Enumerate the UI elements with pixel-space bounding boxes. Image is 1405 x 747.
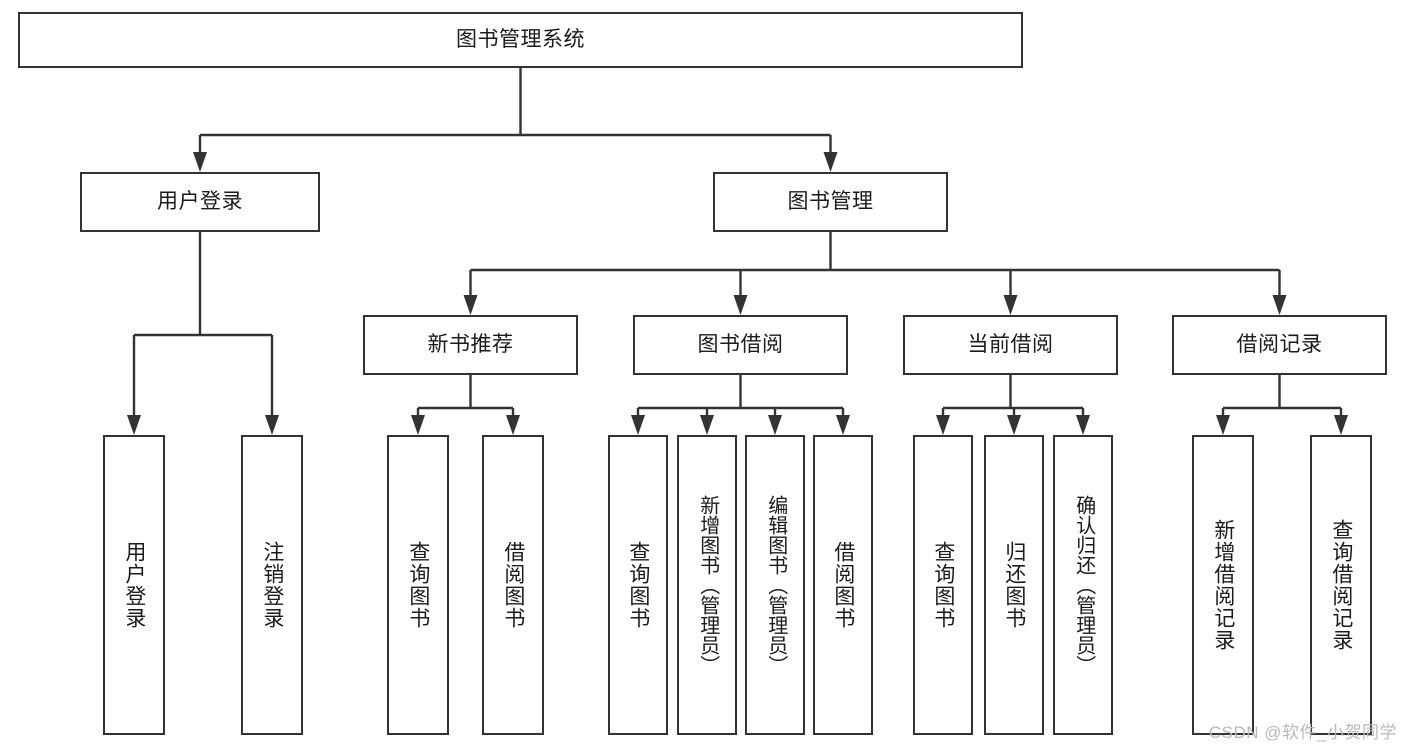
node-label: 新增图书（管理员） (696, 495, 719, 675)
node-label: 当前借阅 (967, 333, 1054, 357)
arrow-head-icon (193, 152, 207, 172)
arrow-head-icon (1076, 415, 1090, 435)
node-leaf-cur-2[interactable]: 归还图书 (984, 435, 1044, 735)
arrow-head-icon (733, 295, 748, 315)
node-leaf-bor-4[interactable]: 借阅图书 (813, 435, 873, 735)
node-current[interactable]: 当前借阅 (903, 315, 1118, 375)
node-leaf-login-1[interactable]: 用户登录 (103, 435, 165, 735)
node-leaf-bor-3[interactable]: 编辑图书（管理员） (745, 435, 805, 735)
arrow-head-icon (506, 415, 520, 435)
node-label: 借阅记录 (1236, 333, 1323, 357)
node-leaf-new-2[interactable]: 借阅图书 (482, 435, 544, 735)
arrow-head-icon (1272, 295, 1287, 315)
node-label: 查询图书 (931, 541, 955, 629)
arrow-head-icon (700, 415, 714, 435)
arrow-head-icon (768, 415, 782, 435)
node-label: 图书管理 (787, 190, 874, 214)
arrow-head-icon (1334, 415, 1348, 435)
node-leaf-rec-2[interactable]: 查询借阅记录 (1310, 435, 1372, 735)
watermark-text: CSDN @软件_小贺同学 (1208, 723, 1397, 742)
node-label: 用户登录 (122, 541, 146, 629)
node-newbook[interactable]: 新书推荐 (363, 315, 578, 375)
node-leaf-cur-1[interactable]: 查询图书 (913, 435, 973, 735)
node-label: 归还图书 (1002, 541, 1026, 629)
node-label: 图书管理系统 (456, 28, 585, 52)
node-label: 借阅图书 (831, 541, 855, 629)
arrow-head-icon (1003, 295, 1018, 315)
arrow-head-icon (411, 415, 425, 435)
node-label: 新增借阅记录 (1211, 519, 1235, 651)
node-label: 查询图书 (626, 541, 650, 629)
node-leaf-login-2[interactable]: 注销登录 (241, 435, 303, 735)
node-label: 注销登录 (260, 541, 284, 629)
node-label: 用户登录 (157, 190, 243, 214)
arrow-head-icon (463, 295, 478, 315)
arrow-head-icon (823, 152, 838, 172)
node-leaf-rec-1[interactable]: 新增借阅记录 (1192, 435, 1254, 735)
node-record[interactable]: 借阅记录 (1172, 315, 1387, 375)
node-label: 新书推荐 (427, 333, 514, 357)
arrow-head-icon (1007, 415, 1021, 435)
node-leaf-bor-2[interactable]: 新增图书（管理员） (677, 435, 737, 735)
node-label: 图书借阅 (697, 333, 784, 357)
node-leaf-new-1[interactable]: 查询图书 (387, 435, 449, 735)
node-bookmgmt[interactable]: 图书管理 (713, 172, 948, 232)
arrow-head-icon (265, 415, 279, 435)
arrow-head-icon (631, 415, 645, 435)
node-label: 查询图书 (406, 541, 430, 629)
arrow-head-icon (836, 415, 850, 435)
node-leaf-bor-1[interactable]: 查询图书 (608, 435, 668, 735)
node-label: 编辑图书（管理员） (764, 495, 787, 675)
node-label: 确认归还（管理员） (1072, 495, 1095, 675)
arrow-head-icon (127, 415, 141, 435)
arrow-head-icon (1216, 415, 1230, 435)
node-label: 借阅图书 (501, 541, 525, 629)
node-label: 查询借阅记录 (1329, 519, 1353, 651)
node-borrow[interactable]: 图书借阅 (633, 315, 848, 375)
arrow-head-icon (936, 415, 950, 435)
node-root[interactable]: 图书管理系统 (18, 12, 1023, 68)
node-leaf-cur-3[interactable]: 确认归还（管理员） (1053, 435, 1113, 735)
node-login[interactable]: 用户登录 (80, 172, 320, 232)
